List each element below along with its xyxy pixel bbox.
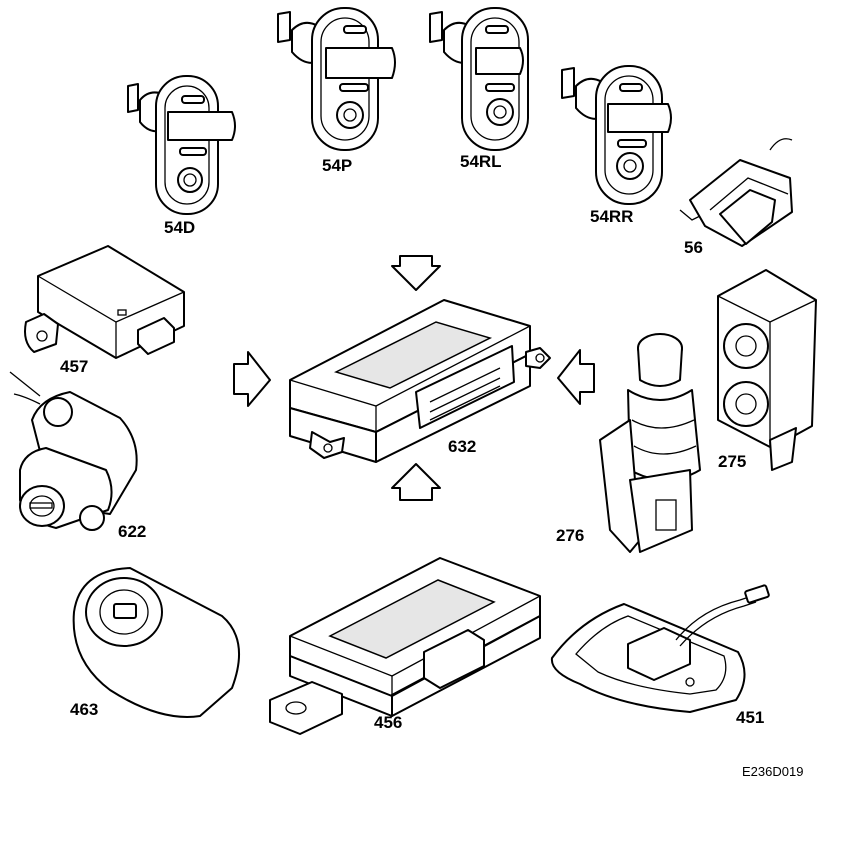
key-housing-463 [72, 567, 241, 718]
label-451: 451 [736, 708, 765, 727]
label-54d: 54D [164, 218, 196, 237]
lock-switch-54d [127, 75, 236, 215]
lock-switch-54p [277, 7, 396, 151]
label-54rl: 54RL [460, 152, 502, 171]
lock-switch-54rr [561, 65, 672, 205]
label-456: 456 [374, 713, 403, 732]
label-276: 276 [556, 526, 585, 545]
figure-code: E236D019 [742, 764, 804, 779]
label-632: 632 [448, 437, 477, 456]
label-56: 56 [684, 238, 703, 257]
arrow-down [391, 255, 441, 291]
lock-switch-54rl [429, 7, 529, 151]
arrow-left [557, 349, 595, 405]
label-457: 457 [60, 357, 89, 376]
control-unit-632 [289, 299, 551, 463]
joystick-276 [599, 333, 701, 553]
interior-lamp-451 [550, 584, 770, 713]
label-54p: 54P [322, 156, 353, 175]
arrow-right [233, 351, 271, 407]
module-457 [24, 245, 185, 359]
label-275: 275 [718, 452, 747, 471]
module-456 [269, 557, 541, 735]
label-622: 622 [118, 522, 147, 541]
label-463: 463 [70, 700, 99, 719]
remote-unit-275 [717, 269, 817, 471]
connector-56 [679, 138, 793, 247]
arrow-up [391, 463, 441, 501]
label-54rr: 54RR [590, 207, 634, 226]
ignition-switch-622 [9, 371, 138, 531]
